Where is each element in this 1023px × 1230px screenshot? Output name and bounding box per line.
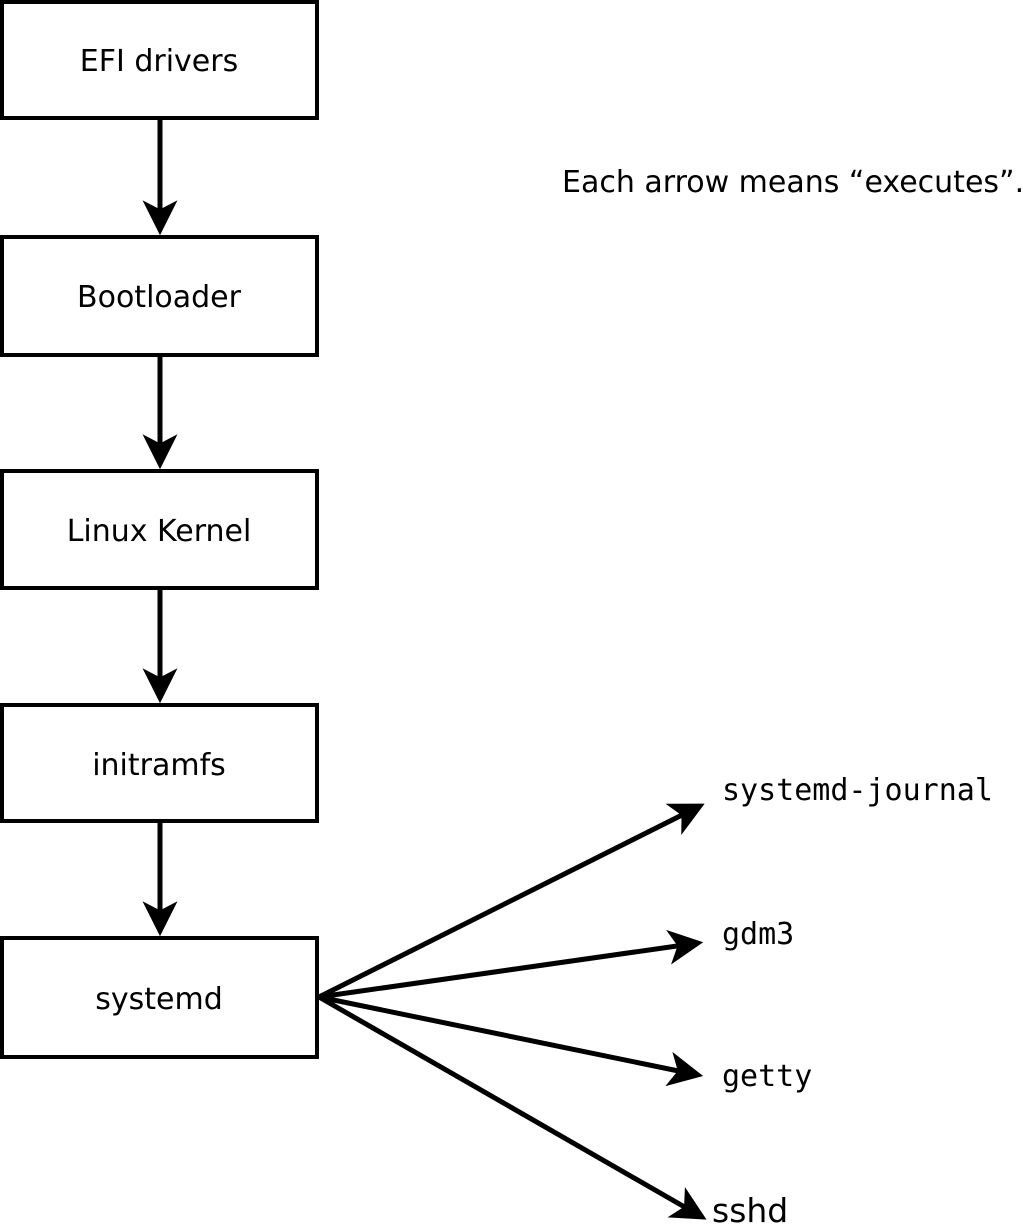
linux-kernel-box — [0, 469, 319, 590]
efi-drivers-box — [0, 0, 319, 120]
arrow-meaning-annotation: Each arrow means “executes”. — [562, 165, 1023, 200]
node-linux-kernel: Linux Kernel — [0, 469, 319, 590]
bootloader-label: Bootloader — [77, 280, 242, 315]
efi-drivers-label: EFI drivers — [80, 44, 238, 79]
getty-label: getty — [722, 1059, 812, 1094]
arrow-systemd-to-journal-icon — [317, 803, 705, 1000]
systemd-journal-label: systemd-journal — [722, 773, 993, 808]
node-bootloader: Bootloader — [0, 235, 319, 357]
bootloader-box — [0, 235, 319, 357]
sshd-label: sshd — [712, 1191, 788, 1230]
node-initramfs: initramfs — [0, 703, 319, 823]
arrow-systemd-to-sshd-icon — [317, 994, 707, 1220]
initramfs-label: initramfs — [92, 748, 226, 783]
linux-kernel-label: Linux Kernel — [67, 514, 252, 549]
node-efi-drivers: EFI drivers — [0, 0, 319, 120]
arrow-systemd-to-getty-icon — [318, 994, 704, 1087]
node-systemd: systemd — [0, 936, 319, 1059]
systemd-label: systemd — [95, 982, 223, 1017]
systemd-box — [0, 936, 319, 1059]
initramfs-box — [0, 703, 319, 823]
gdm3-label: gdm3 — [722, 917, 794, 952]
arrow-systemd-to-gdm3-icon — [318, 929, 704, 1000]
